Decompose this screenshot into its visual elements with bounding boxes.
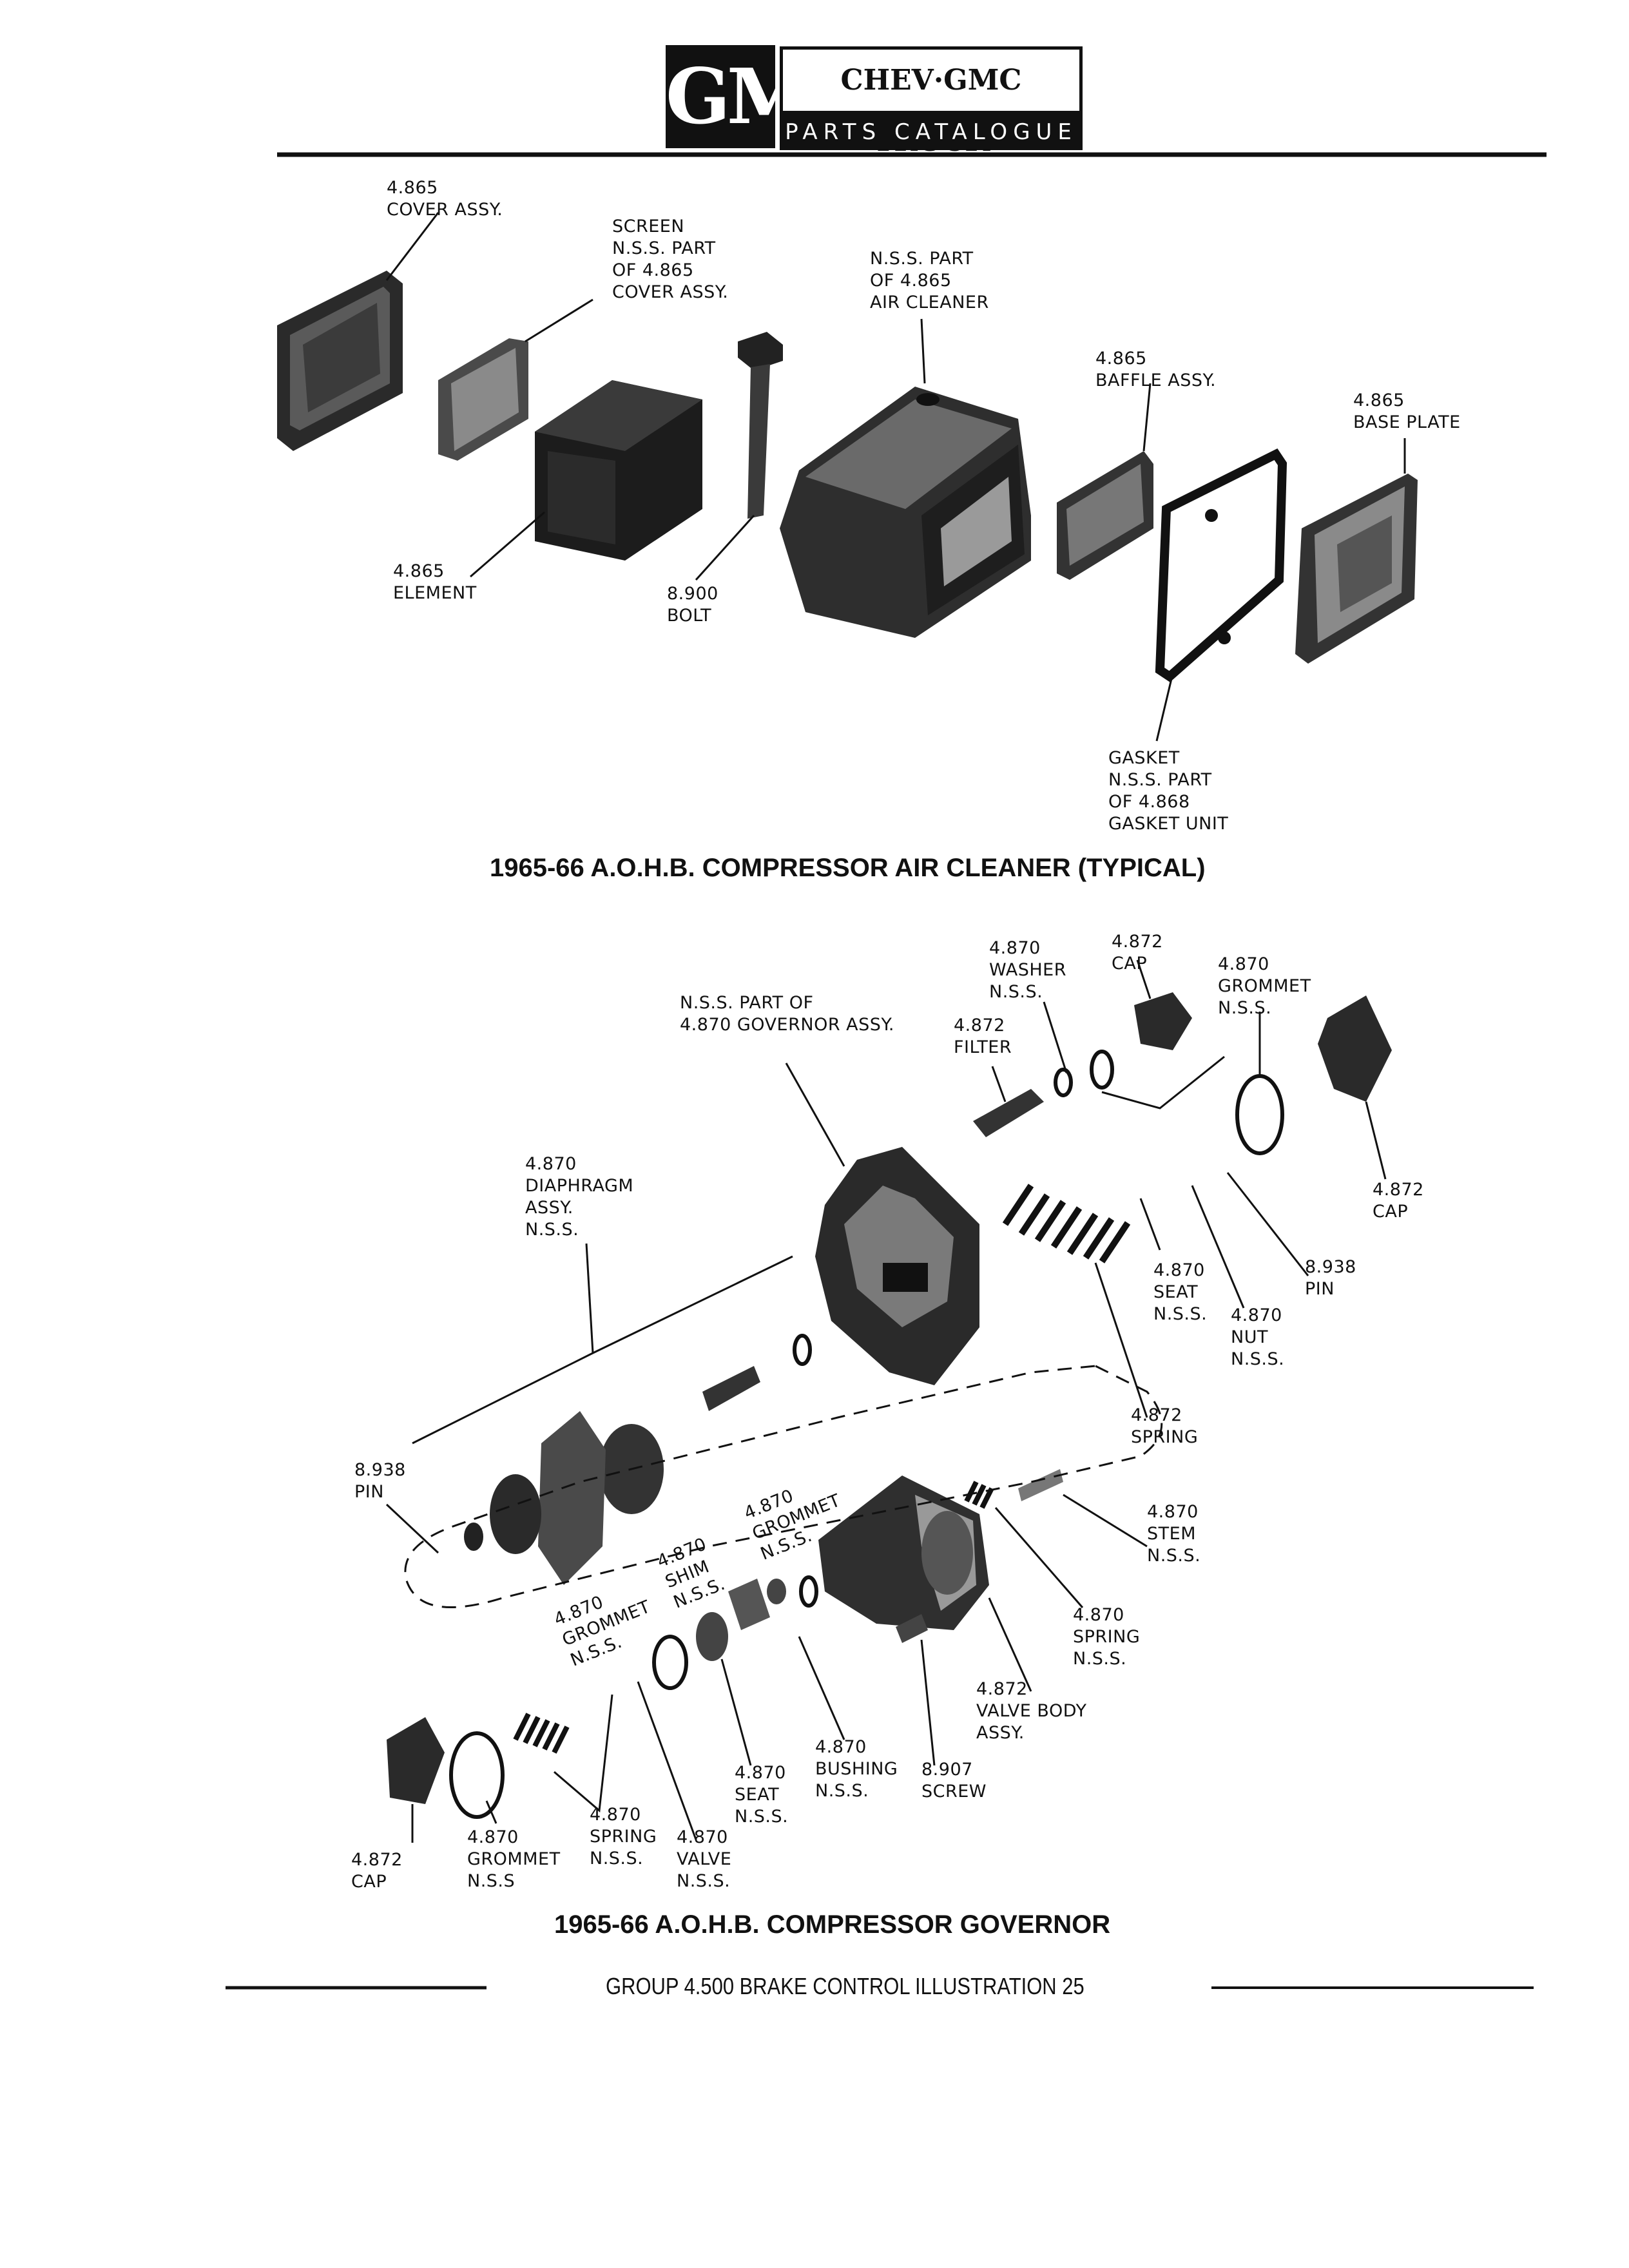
label-base-plate: 4.865 BASE PLATE <box>1353 390 1461 432</box>
label-governor-part: N.S.S. PART OF 4.870 GOVERNOR ASSY. <box>680 993 895 1035</box>
label-screw: 8.907 SCREW <box>921 1760 987 1802</box>
label-cap-right: 4.872 CAP <box>1373 1180 1424 1222</box>
label-spring-bottom: 4.870 SPRING N.S.S. <box>590 1805 657 1869</box>
label-spring-main: 4.872 SPRING <box>1131 1405 1199 1447</box>
logo-subtitle: PARTS CATALOGUE <box>780 114 1083 150</box>
label-gasket: GASKET N.S.S. PART OF 4.868 GASKET UNIT <box>1108 748 1229 834</box>
spring-small-parts <box>513 1481 994 1754</box>
filter-part <box>973 1089 1044 1137</box>
label-washer: 4.870 WASHER N.S.S. <box>989 938 1066 1002</box>
label-filter: 4.872 FILTER <box>954 1015 1012 1057</box>
label-pin-left: 8.938 PIN <box>354 1460 406 1502</box>
label-bolt: 8.900 BOLT <box>667 584 718 626</box>
element-part <box>535 380 702 561</box>
label-element: 4.865 ELEMENT <box>393 561 477 603</box>
governor-caption: 1965-66 A.O.H.B. COMPRESSOR GOVERNOR <box>554 1910 1111 1939</box>
label-diaphragm: 4.870 DIAPHRAGM ASSY. N.S.S. <box>525 1154 634 1240</box>
screen-part <box>438 338 528 461</box>
air-cleaner-leaders <box>385 212 1406 742</box>
bolt-part <box>738 332 783 519</box>
label-nut: 4.870 NUT N.S.S. <box>1231 1305 1285 1369</box>
label-valve: 4.870 VALVE N.S.S. <box>677 1827 732 1891</box>
label-baffle-assy: 4.865 BAFFLE ASSY. <box>1095 349 1217 390</box>
label-cap-top: 4.872 CAP <box>1112 932 1163 974</box>
valve-body-part <box>818 1475 989 1630</box>
base-plate-part <box>1295 474 1418 664</box>
label-seat-bottom: 4.870 SEAT N.S.S. <box>735 1763 789 1827</box>
label-stem: 4.870 STEM N.S.S. <box>1147 1502 1201 1566</box>
label-screen: SCREEN N.S.S. PART OF 4.865 COVER ASSY. <box>612 216 729 302</box>
air-cleaner-caption: 1965-66 A.O.H.B. COMPRESSOR AIR CLEANER … <box>490 854 1206 882</box>
baffle-part <box>1057 451 1153 580</box>
label-cover-assy: 4.865 COVER ASSY. <box>387 178 503 220</box>
label-seat-top: 4.870 SEAT N.S.S. <box>1153 1260 1208 1324</box>
cap-top-part <box>1134 992 1192 1050</box>
label-bushing: 4.870 BUSHING N.S.S. <box>815 1737 898 1801</box>
air-cleaner-housing <box>780 387 1031 638</box>
label-valve-body: 4.872 VALVE BODY ASSY. <box>976 1679 1087 1743</box>
label-grommet-bottom: 4.870 GROMMET N.S.S <box>467 1827 561 1891</box>
cover-assy-part <box>277 271 403 451</box>
diaphragm-parts <box>464 1366 760 1585</box>
label-cap-bottom: 4.872 CAP <box>351 1850 403 1892</box>
governor-leaders <box>385 959 1387 1843</box>
governor-housing <box>815 1147 979 1385</box>
label-spring-small: 4.870 SPRING N.S.S. <box>1073 1605 1141 1669</box>
label-pin-right: 8.938 PIN <box>1305 1257 1356 1299</box>
lower-small-parts <box>387 1469 1063 1804</box>
gasket-part <box>1155 448 1287 682</box>
spring-main-part <box>1002 1184 1131 1264</box>
assembly-dashed-loop <box>404 1365 1163 1609</box>
cap-right-part <box>1318 995 1392 1102</box>
label-air-cleaner-part: N.S.S. PART OF 4.865 AIR CLEANER <box>870 249 989 312</box>
footer-text: GROUP 4.500 BRAKE CONTROL ILLUSTRATION 2… <box>606 1973 1084 1999</box>
label-grommet-top: 4.870 GROMMET N.S.S. <box>1218 954 1311 1018</box>
